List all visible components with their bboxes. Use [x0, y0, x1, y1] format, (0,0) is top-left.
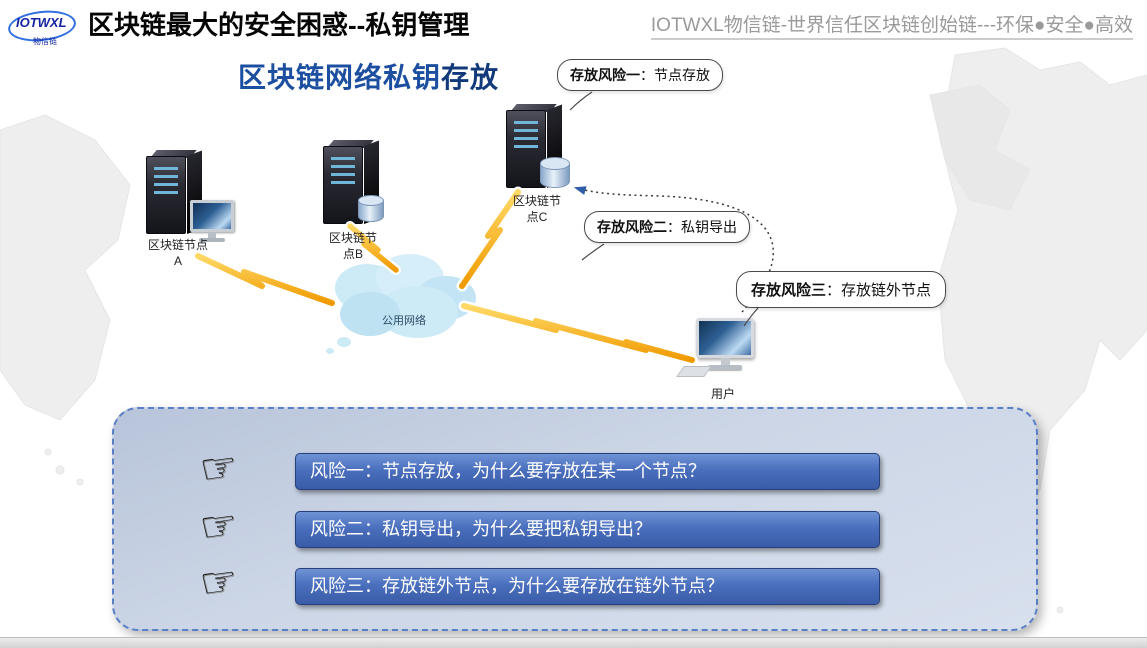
server-node-a-icon — [146, 150, 204, 242]
callout-risk-1: 存放风险一：节点存放 — [557, 59, 723, 91]
risk-item-1: 风险一：节点存放，为什么要存放在某一个节点？ — [295, 453, 880, 490]
server-front-face — [506, 110, 546, 188]
pointing-hand-icon: ☞ — [196, 554, 241, 609]
pointing-hand-icon: ☞ — [196, 440, 241, 495]
risk-item-2: 风险二：私钥导出，为什么要把私钥导出？ — [295, 511, 880, 548]
node-c-label-line1: 区块链节 — [512, 194, 561, 208]
public-network-cloud: 公用网络 — [326, 254, 476, 354]
diagram-title: 区块链网络私钥存放 — [238, 56, 499, 96]
risk-item-3: 风险三：存放链外节点，为什么要存放在链外节点？ — [295, 568, 880, 605]
callout-risk-2: 存放风险二：私钥导出 — [584, 211, 750, 243]
slide-title: 区块链最大的安全困惑--私钥管理 — [88, 10, 470, 40]
node-c-database-icon — [540, 157, 570, 188]
callout-risk-3: 存放风险三：存放链外节点 — [736, 271, 947, 308]
callout-risk-2-title: 存放风险二 — [597, 219, 667, 235]
iotwxl-logo: IOTWXL 物信链 — [6, 4, 80, 50]
callout-risk-3-title: 存放风险三 — [751, 282, 827, 299]
node-b-database-icon — [358, 195, 384, 222]
logo-text: IOTWXL — [16, 15, 67, 30]
server-front-face — [323, 146, 363, 224]
node-a-label-line1: 区块链节点 — [147, 238, 208, 252]
pointing-hand-icon: ☞ — [196, 498, 241, 553]
callout-risk-3-text: ：存放链外节点 — [826, 282, 932, 299]
user-label: 用户 — [710, 387, 735, 401]
diagram-title-normal: 区块链网络私钥 — [238, 62, 442, 93]
server-node-b-icon — [323, 140, 381, 232]
cloud-label: 公用网络 — [382, 313, 426, 327]
user-computer-icon — [676, 318, 756, 377]
node-c-label: 区块链节 点C — [504, 194, 570, 225]
node-c-label-line2: 点C — [526, 209, 548, 224]
node-b-label: 区块链节 点B — [320, 231, 386, 262]
node-b-label-line1: 区块链节 — [328, 231, 377, 245]
node-a-label-line2: A — [173, 253, 182, 268]
risk-summary-panel: ☞ ☞ ☞ 风险一：节点存放，为什么要存放在某一个节点？ 风险二：私钥导出，为什… — [112, 407, 1038, 631]
callout-risk-1-text: ：节点存放 — [640, 67, 710, 83]
server-front-face — [146, 156, 186, 234]
node-a-label: 区块链节点 A — [138, 238, 218, 269]
callout-risk-1-title: 存放风险一 — [570, 67, 640, 83]
server-node-c-icon — [506, 104, 564, 196]
callout-risk-2-text: ：私钥导出 — [667, 219, 737, 235]
diagram-title-emphasis: 存放 — [441, 62, 500, 93]
header-tagline: IOTWXL物信链-世界信任区块链创始链---环保●安全●高效 — [650, 10, 1133, 40]
bottom-scrollbar[interactable] — [0, 637, 1147, 648]
node-b-label-line2: 点B — [342, 246, 363, 261]
logo-subtext: 物信链 — [33, 37, 57, 46]
node-a-monitor-icon — [190, 200, 234, 242]
